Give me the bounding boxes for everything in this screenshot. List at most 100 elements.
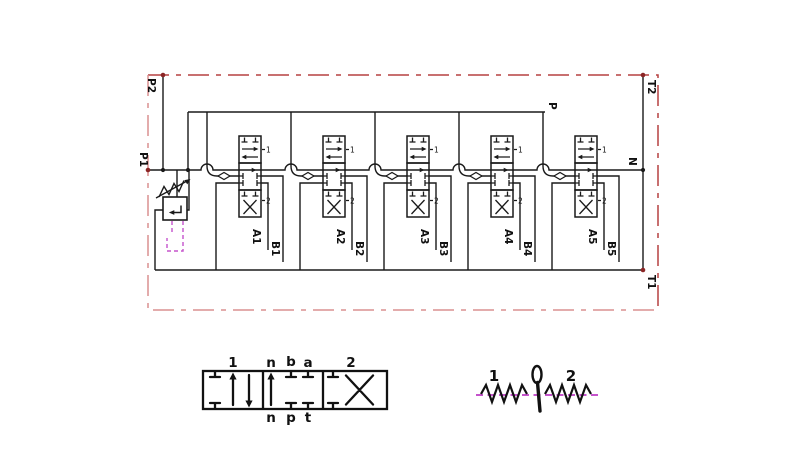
- arrowhead-right: [421, 146, 427, 152]
- detail-arrow-up-1: [229, 372, 237, 380]
- spring-right-icon: [544, 381, 592, 406]
- spool-cell: [574, 189, 598, 218]
- lever-spring-detail: 1 2: [476, 364, 600, 413]
- arrowhead-through: [419, 167, 425, 173]
- detail-arrow-down-1: [245, 400, 253, 408]
- envelope-border-left-bottom: [147, 75, 658, 311]
- relief-pilot-line: [166, 221, 184, 252]
- work-port-label-b: B3: [437, 241, 449, 256]
- arrowhead-through: [587, 167, 593, 173]
- spool-symbols: [491, 137, 517, 215]
- work-port-label-a: A3: [418, 229, 430, 244]
- tank-frame-lines: [155, 75, 644, 271]
- envelope-node-t1: [640, 267, 646, 273]
- port-label-p: P: [546, 102, 558, 110]
- relief-flow-arrowhead: [168, 210, 175, 215]
- detail-valve-symbols: [208, 370, 375, 410]
- main-lines: [148, 75, 644, 271]
- arrowhead-right: [589, 146, 595, 152]
- work-port-label-b: B4: [521, 241, 533, 256]
- spool-cell: [406, 189, 430, 218]
- section-plumbing: [374, 112, 452, 270]
- check-valve-icon: [384, 171, 400, 181]
- junction-nodes: [145, 72, 646, 273]
- work-port-label-a: A1: [250, 229, 262, 244]
- junction-dot: [185, 167, 191, 173]
- envelope-node-t2: [640, 72, 646, 78]
- detail-pos1-label: 1: [228, 355, 237, 371]
- work-port-label-b: B1: [269, 241, 281, 256]
- detail-port-b-top: b: [286, 354, 296, 370]
- check-valve-icon: [468, 171, 484, 181]
- spring-left-icon: [480, 381, 528, 406]
- arrowhead-left: [241, 154, 247, 160]
- work-port-label-b: B5: [605, 241, 617, 256]
- arrowhead-right: [253, 146, 259, 152]
- port-labels: P2 P1 T2 T1 N P: [137, 78, 657, 289]
- check-valve-icon: [216, 171, 232, 181]
- valve-envelope: [147, 74, 659, 311]
- lever-label-1: 1: [489, 367, 499, 385]
- port-label-t2: T2: [645, 80, 657, 94]
- arrowhead-right: [505, 146, 511, 152]
- spool-symbols: [407, 137, 433, 215]
- detail-spool-valve: 1 2 n b a n p t: [201, 354, 389, 426]
- relief-valve: [154, 170, 191, 270]
- detail-arrow-up-2: [267, 372, 275, 380]
- position-label-2: 2: [434, 197, 439, 206]
- work-port-label-a: A2: [334, 229, 346, 244]
- detail-pos2-label: 2: [346, 355, 355, 371]
- position-label-2: 2: [266, 197, 271, 206]
- port-label-n: N: [626, 157, 638, 166]
- spool-cell: [322, 189, 346, 218]
- position-label-1: 1: [518, 146, 523, 155]
- spool-symbols: [575, 137, 601, 215]
- arrowhead-through: [335, 167, 341, 173]
- detail-port-n-bottom: n: [266, 410, 276, 426]
- section-plumbing: [206, 112, 284, 270]
- position-label-1: 1: [266, 146, 271, 155]
- lever-handle-icon: [531, 364, 543, 385]
- spool-symbols: [323, 137, 349, 215]
- envelope-border-top-right: [148, 74, 659, 310]
- position-label-2: 2: [518, 197, 523, 206]
- detail-port-p-bottom: p: [286, 410, 296, 426]
- spool-cell: [490, 189, 514, 218]
- position-label-1: 1: [350, 146, 355, 155]
- arrowhead-left: [409, 154, 415, 160]
- relief-valve-body: [162, 196, 188, 221]
- arrowhead-left: [325, 154, 331, 160]
- envelope-node-p1: [145, 167, 151, 173]
- position-label-1: 1: [602, 146, 607, 155]
- work-port-label-b: B2: [353, 241, 365, 256]
- envelope-node-p2: [160, 72, 166, 78]
- junction-dot: [160, 167, 166, 173]
- detail-port-t-bottom: t: [305, 410, 312, 426]
- arrowhead-through: [251, 167, 257, 173]
- detail-port-n-top: n: [266, 355, 276, 371]
- detail-valve-cell-dividers: [261, 371, 325, 409]
- check-valve-icon: [300, 171, 316, 181]
- relief-flow-arrow: [172, 205, 182, 214]
- position-label-2: 2: [350, 197, 355, 206]
- spool-symbols: [239, 137, 265, 215]
- open-centre-gallery-line: [148, 163, 643, 171]
- arrowhead-through: [503, 167, 509, 173]
- port-label-p1: P1: [137, 152, 149, 167]
- junction-dot: [640, 167, 646, 173]
- position-label-1: 1: [434, 146, 439, 155]
- lever-label-2: 2: [566, 367, 576, 385]
- section-plumbing: [458, 112, 536, 270]
- relief-adjust-arrowhead: [184, 179, 191, 185]
- port-label-t1: T1: [645, 275, 657, 289]
- detail-port-a-top: a: [303, 355, 312, 371]
- spool-cell: [238, 189, 262, 218]
